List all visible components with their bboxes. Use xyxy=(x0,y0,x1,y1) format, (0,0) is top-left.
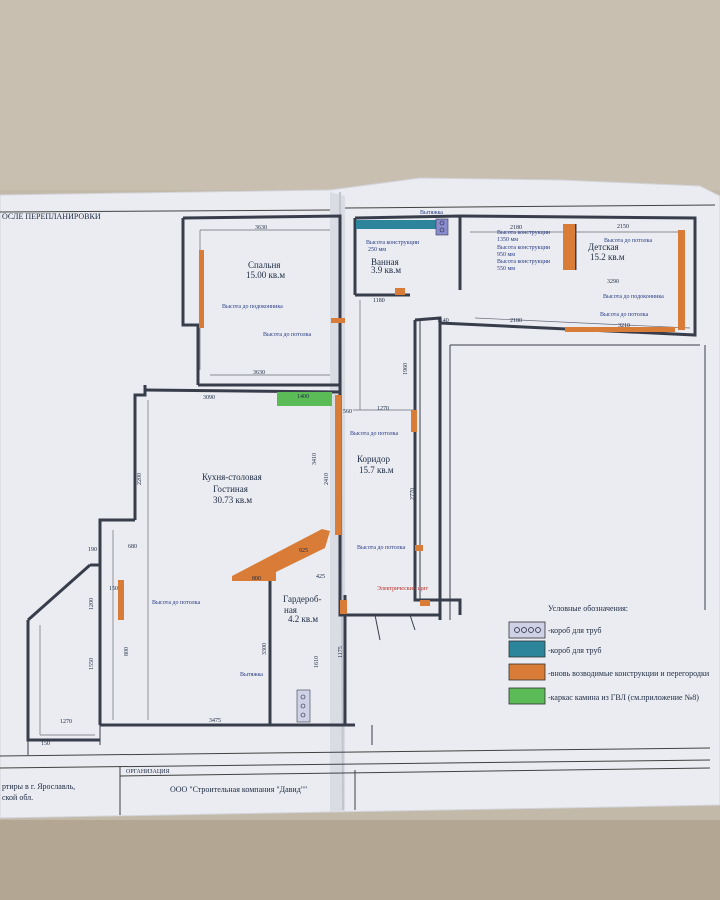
corridor-name: Коридор xyxy=(357,454,390,464)
svg-text:800: 800 xyxy=(252,576,261,582)
kitchen-area: 30.73 кв.м xyxy=(213,495,252,505)
svg-text:Высота конструкции: Высота конструкции xyxy=(366,240,420,246)
bathroom-area: 3.9 кв.м xyxy=(371,265,401,275)
svg-text:3210: 3210 xyxy=(618,323,630,329)
svg-text:1200: 1200 xyxy=(89,598,95,610)
address-line-1: ртиры в г. Ярославль, xyxy=(2,782,75,791)
svg-text:1140: 1140 xyxy=(437,318,449,324)
svg-text:3630: 3630 xyxy=(253,370,265,376)
svg-text:Высота до потолка: Высота до потолка xyxy=(604,238,652,244)
bedroom-name: Спальня xyxy=(248,260,280,270)
svg-text:1270: 1270 xyxy=(60,719,72,725)
svg-text:560: 560 xyxy=(343,409,352,415)
nursery-area: 15.2 кв.м xyxy=(590,252,625,262)
svg-text:3475: 3475 xyxy=(209,718,221,724)
svg-text:680: 680 xyxy=(128,544,137,550)
wardrobe-name: Гардероб- xyxy=(283,594,322,604)
notes: Вытяжка Высота конструкции 250 мм Высота… xyxy=(152,210,664,678)
svg-text:2180: 2180 xyxy=(510,318,522,324)
svg-text:1400: 1400 xyxy=(297,394,309,400)
svg-text:1610: 1610 xyxy=(314,656,320,668)
svg-text:950 мм: 950 мм xyxy=(497,252,515,258)
legend-label-3: -каркас камина из ГВЛ (см.приложение №8) xyxy=(548,693,699,702)
svg-text:3630: 3630 xyxy=(255,225,267,231)
fireplace-frame xyxy=(277,392,332,406)
kitchen-name-2: Гостиная xyxy=(213,484,248,494)
svg-text:1270: 1270 xyxy=(377,406,389,412)
svg-text:2770: 2770 xyxy=(410,488,416,500)
svg-text:2410: 2410 xyxy=(324,473,330,485)
svg-text:925: 925 xyxy=(299,548,308,554)
svg-text:3090: 3090 xyxy=(203,395,215,401)
svg-text:3290: 3290 xyxy=(607,279,619,285)
svg-text:250 мм: 250 мм xyxy=(368,247,386,253)
svg-text:550 мм: 550 мм xyxy=(497,266,515,272)
wardrobe-area: 4.2 кв.м xyxy=(288,614,318,624)
svg-text:Электрический щит: Электрический щит xyxy=(377,585,428,592)
svg-text:Высота конструкции: Высота конструкции xyxy=(497,230,551,236)
svg-text:Высота до потолка: Высота до потолка xyxy=(600,312,648,318)
svg-text:Вытяжка: Вытяжка xyxy=(240,672,263,678)
org-header: ОРГАНИЗАЦИЯ xyxy=(126,769,170,775)
svg-text:2150: 2150 xyxy=(617,224,629,230)
svg-text:1960: 1960 xyxy=(403,363,409,375)
svg-text:Высота до подоконника: Высота до подоконника xyxy=(603,294,664,300)
paper-sheet xyxy=(0,177,720,819)
legend-swatch-3 xyxy=(508,687,546,705)
svg-text:425: 425 xyxy=(316,574,325,580)
svg-text:1175: 1175 xyxy=(338,646,344,658)
kitchen-name: Кухня-столовая xyxy=(202,472,262,482)
legend-swatch-0 xyxy=(508,621,546,639)
pipe-box-violet xyxy=(296,218,449,723)
legend-swatch-1 xyxy=(508,640,546,658)
legend-swatch-2 xyxy=(508,663,546,681)
legend-label-2: -вновь возводимые конструкции и перегоро… xyxy=(548,669,710,678)
svg-text:Высота до потолка: Высота до потолка xyxy=(350,431,398,437)
svg-text:Высота до потолка: Высота до потолка xyxy=(152,600,200,606)
svg-text:Высота конструкции: Высота конструкции xyxy=(497,245,551,251)
svg-text:1350 мм: 1350 мм xyxy=(497,237,518,243)
corridor-area: 15.7 кв.м xyxy=(359,465,394,475)
bathroom-name: Ванная xyxy=(371,257,399,267)
svg-text:3410: 3410 xyxy=(312,453,318,465)
svg-text:3300: 3300 xyxy=(262,643,268,655)
svg-text:Высота до потолка: Высота до потолка xyxy=(357,545,405,551)
svg-text:Высота конструкции: Высота конструкции xyxy=(497,259,551,265)
legend-title: Условные обозначения: xyxy=(548,604,628,613)
svg-text:150: 150 xyxy=(41,741,50,747)
title-block xyxy=(0,747,711,815)
pipe-box-teal xyxy=(356,220,436,229)
svg-text:2180: 2180 xyxy=(510,225,522,231)
legend-label-0: -короб для труб xyxy=(548,626,601,635)
dimensions: 3630 3630 3090 1400 2180 2180 2150 3290 … xyxy=(41,224,630,747)
legend: Условные обозначения: -короб для труб -к… xyxy=(508,604,710,705)
org-name: ООО "Строительная компания "Давид"" xyxy=(170,785,307,794)
address-line-2: ской обл. xyxy=(2,793,33,802)
svg-text:1550: 1550 xyxy=(89,658,95,670)
sheet-title: ОСЛЕ ПЕРЕПЛАНИРОВКИ xyxy=(2,212,101,221)
svg-text:150: 150 xyxy=(109,586,118,592)
bedroom-area: 15.00 кв.м xyxy=(246,270,285,280)
nursery-name: Детская xyxy=(588,242,619,252)
svg-text:1180: 1180 xyxy=(373,298,385,304)
svg-text:Высота до потолка: Высота до потолка xyxy=(263,332,311,338)
svg-text:Высота до подоконника: Высота до подоконника xyxy=(222,304,283,310)
svg-text:190: 190 xyxy=(88,547,97,553)
wardrobe-name-2: ная xyxy=(284,605,297,615)
svg-text:2200: 2200 xyxy=(137,473,143,485)
svg-text:Вытяжка: Вытяжка xyxy=(420,210,443,216)
legend-label-1: -короб для труб xyxy=(548,646,601,655)
svg-text:800: 800 xyxy=(124,647,130,656)
new-partitions xyxy=(118,224,685,620)
